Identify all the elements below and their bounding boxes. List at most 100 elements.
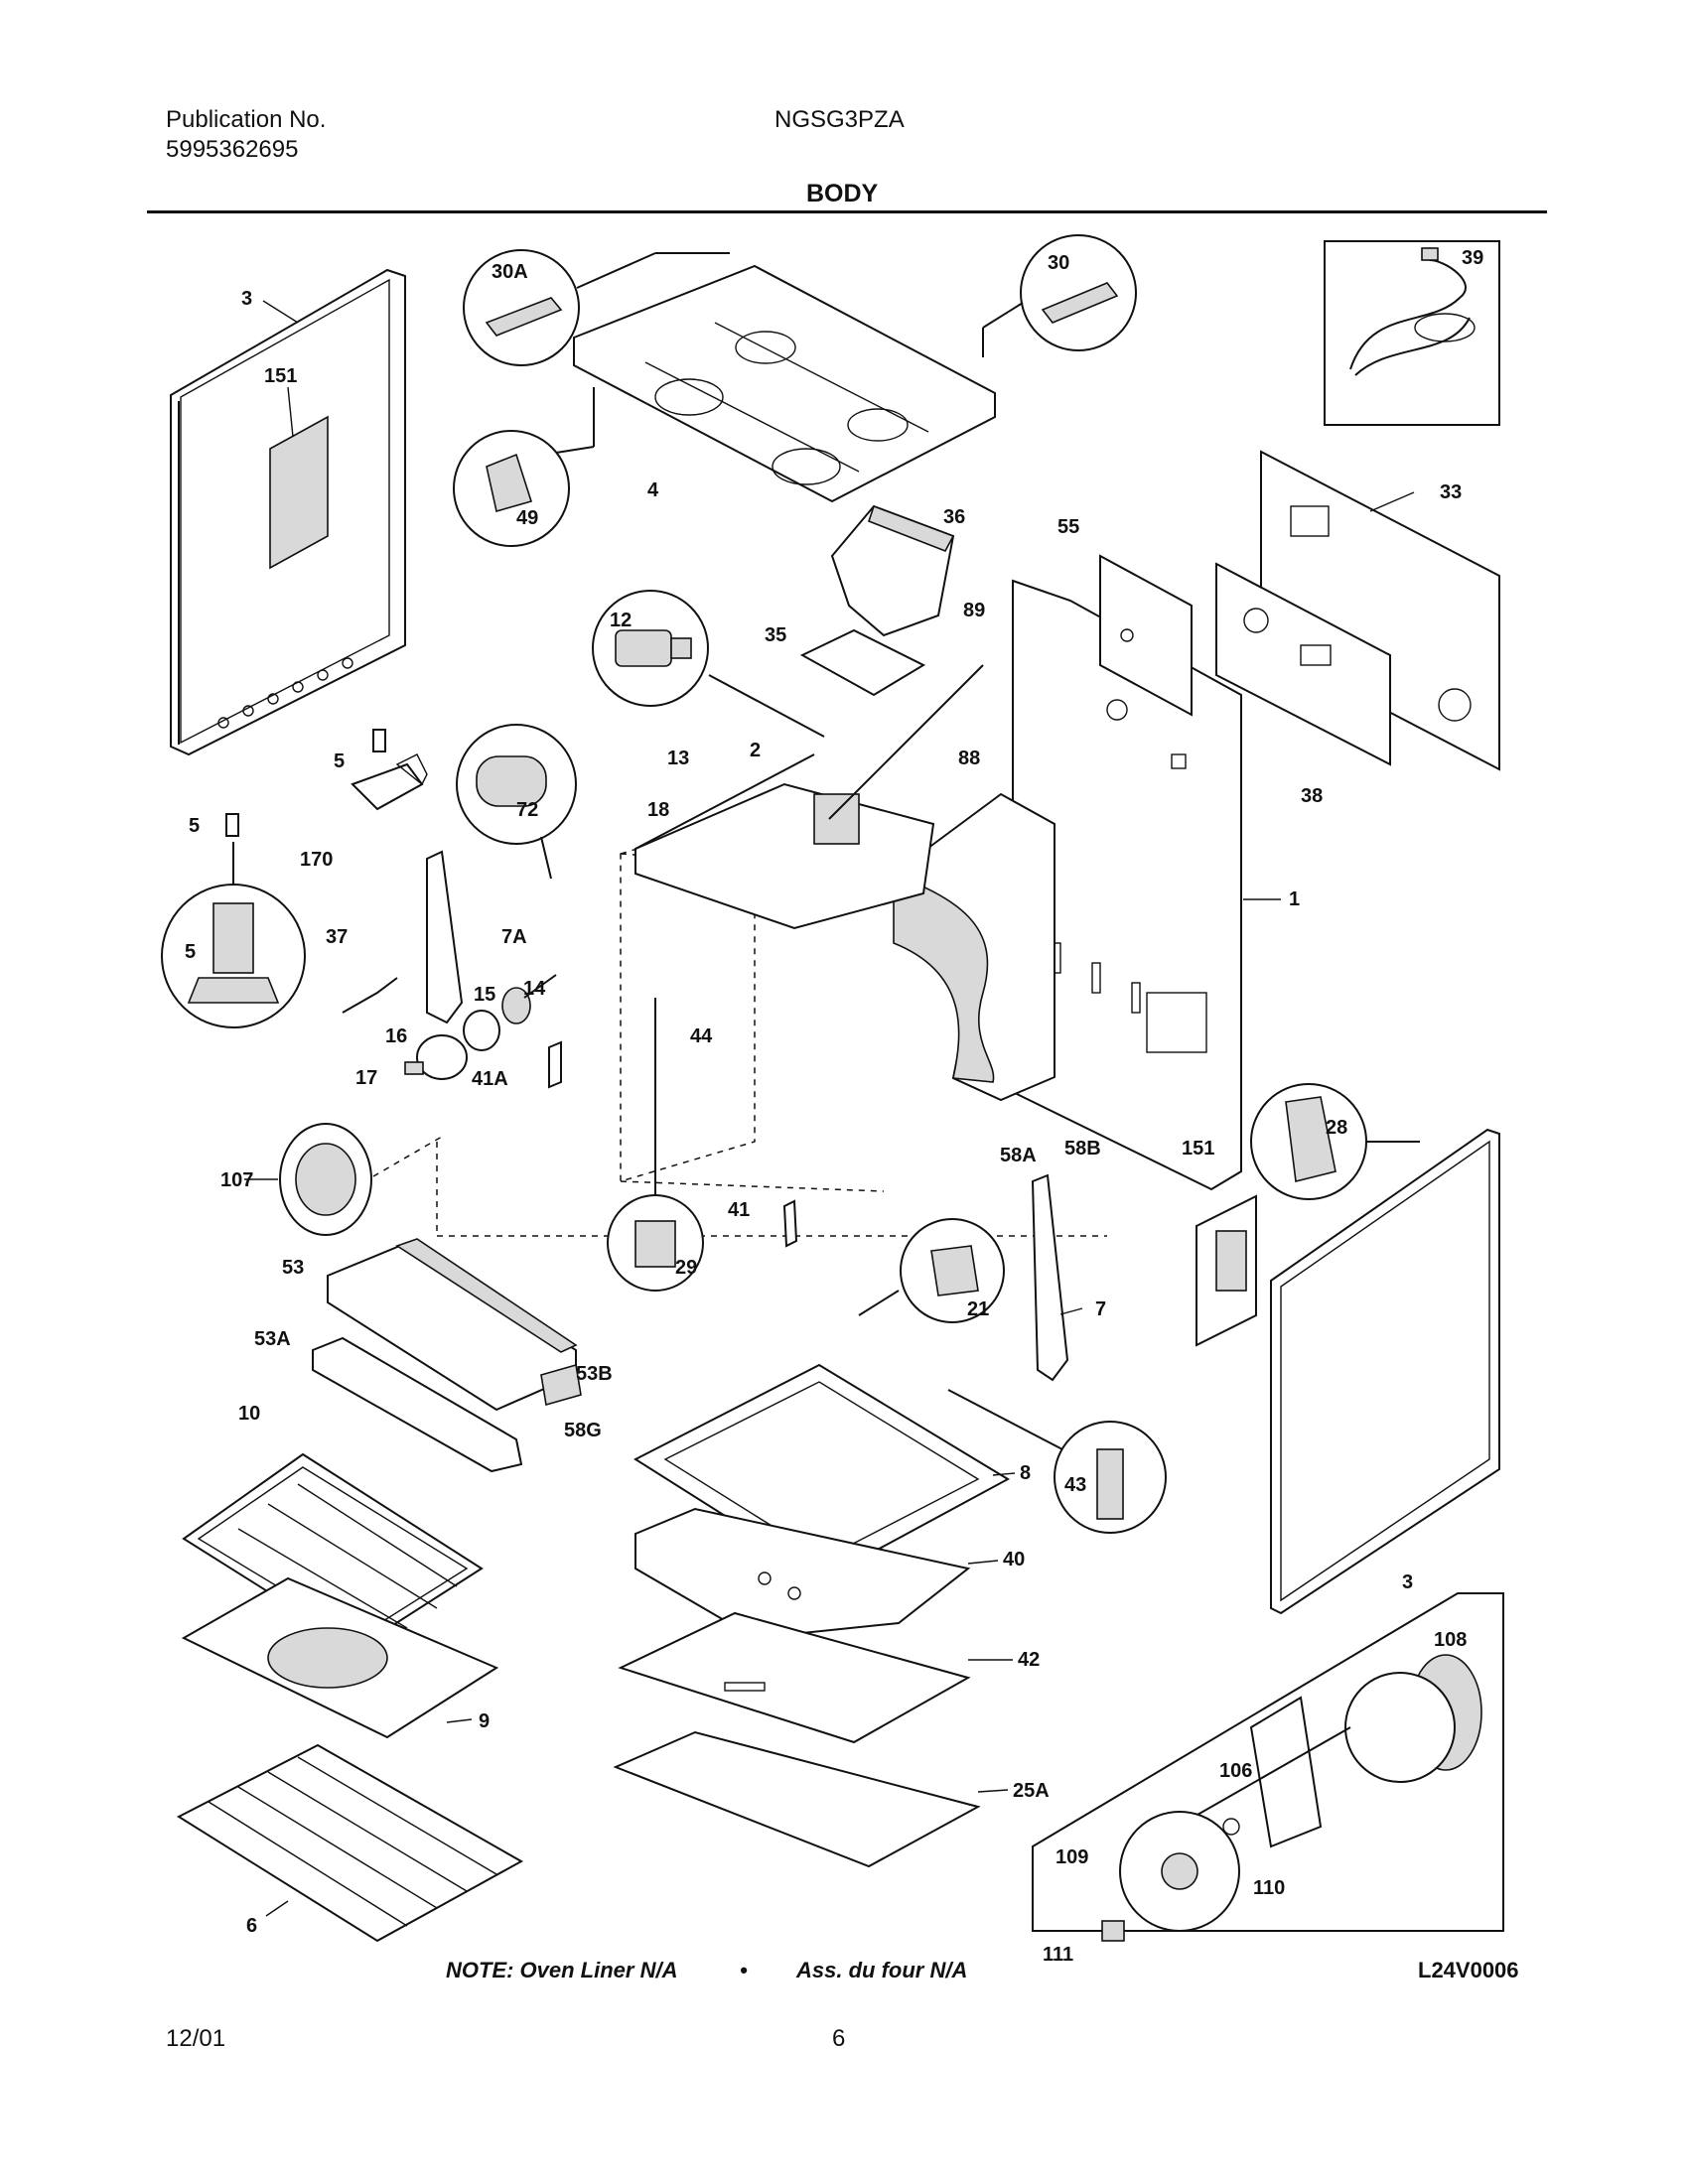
callout-89: 89 <box>963 600 985 621</box>
hinge-clip-detail <box>607 998 704 1292</box>
callout-21: 21 <box>967 1298 989 1320</box>
oven-liner-note-french: Ass. du four N/A <box>796 1958 968 1982</box>
callout-58A: 58A <box>1000 1145 1037 1166</box>
callout-6: 6 <box>246 1915 257 1937</box>
callout-18: 18 <box>647 799 669 821</box>
callout-55: 55 <box>1057 516 1079 538</box>
callout-38: 38 <box>1301 785 1323 807</box>
footer-date: 12/01 <box>166 2025 226 2052</box>
hinge-28-detail <box>1250 1083 1420 1200</box>
callout-41A: 41A <box>472 1068 508 1090</box>
bottom-plate-42 <box>618 1611 971 1744</box>
oven-front-frame <box>892 792 1055 1102</box>
vent-duct <box>830 504 955 637</box>
page-number: 6 <box>832 2025 846 2052</box>
bake-burner-area <box>634 664 984 930</box>
shield-55 <box>1099 554 1193 717</box>
valve-detail <box>592 590 825 738</box>
callout-108: 108 <box>1434 1629 1467 1651</box>
bracket-30A-detail <box>463 249 730 366</box>
burner-baffle-40 <box>634 1507 971 1640</box>
callout-4: 4 <box>647 479 659 501</box>
callout-72: 72 <box>516 799 538 821</box>
callout-39: 39 <box>1462 247 1483 269</box>
note-bullet: • <box>740 1958 748 1982</box>
callout-58B: 58B <box>1064 1138 1101 1160</box>
callout-37: 37 <box>326 926 348 948</box>
clip-41 <box>782 1199 798 1248</box>
callout-1: 1 <box>1289 888 1300 910</box>
callout-5-a: 5 <box>334 751 345 772</box>
publication-label: Publication No. <box>166 106 327 133</box>
model-number: NGSG3PZA <box>774 106 905 133</box>
callout-5-b: 5 <box>189 815 200 837</box>
callout-36: 36 <box>943 506 965 528</box>
callout-170: 170 <box>300 849 333 871</box>
back-panel-38 <box>1215 562 1391 766</box>
callout-40: 40 <box>1003 1549 1025 1570</box>
callout-15: 15 <box>474 984 495 1006</box>
side-panel-right <box>1270 1128 1500 1615</box>
oven-light-assembly <box>404 974 557 1080</box>
callout-109: 109 <box>1055 1846 1088 1868</box>
callout-41: 41 <box>728 1199 750 1221</box>
callout-labels: 3 151 5 5 5 170 30A 49 4 30 39 12 35 36 … <box>185 247 1483 1966</box>
side-panel-bracket-151 <box>1196 1194 1257 1347</box>
callout-33: 33 <box>1440 481 1462 503</box>
callout-43: 43 <box>1064 1474 1086 1496</box>
callout-107: 107 <box>220 1169 253 1191</box>
bracket-30-detail <box>982 234 1137 357</box>
callout-8: 8 <box>1020 1462 1031 1484</box>
callout-14: 14 <box>523 978 546 1000</box>
callout-44: 44 <box>690 1025 713 1047</box>
callout-17: 17 <box>355 1067 377 1089</box>
callout-10: 10 <box>238 1403 260 1425</box>
callout-35: 35 <box>765 624 786 646</box>
door-stop-detail-21 <box>858 1218 1005 1323</box>
callout-53: 53 <box>282 1257 304 1279</box>
callout-110: 110 <box>1253 1877 1285 1899</box>
callout-7: 7 <box>1095 1298 1106 1320</box>
light-lens-detail <box>456 724 577 880</box>
screw-43-detail <box>947 1389 1167 1534</box>
callout-5-detail: 5 <box>185 941 196 963</box>
callout-49: 49 <box>516 507 538 529</box>
rack-guide-left <box>426 850 464 1024</box>
callout-12: 12 <box>610 610 632 631</box>
callout-13: 13 <box>667 748 689 769</box>
callout-58G: 58G <box>564 1420 602 1441</box>
broil-pan-base <box>181 1576 499 1739</box>
callout-2: 2 <box>750 740 761 761</box>
callout-3-left: 3 <box>241 288 252 310</box>
leveling-leg-detail <box>161 842 306 1028</box>
publication-number: 5995362695 <box>166 136 299 163</box>
broiler-drawer-parts <box>312 1238 582 1473</box>
callout-42: 42 <box>1018 1649 1040 1671</box>
callout-30A: 30A <box>492 261 528 283</box>
leveling-leg-small <box>225 729 386 837</box>
bracket-49-detail <box>453 387 595 547</box>
side-panel-left <box>170 268 406 756</box>
callout-7A: 7A <box>501 926 527 948</box>
drawing-code: L24V0006 <box>1418 1958 1519 1982</box>
wire-37 <box>342 977 398 1014</box>
anti-tip-bracket <box>351 753 428 811</box>
fan-cover-107 <box>279 1123 443 1236</box>
section-title: BODY <box>806 180 879 207</box>
callout-9: 9 <box>479 1710 490 1732</box>
callout-30: 30 <box>1048 252 1069 274</box>
callout-3-right: 3 <box>1402 1571 1413 1593</box>
convection-fan-box <box>1032 1592 1504 1942</box>
callout-151-left: 151 <box>264 365 297 387</box>
callout-25A: 25A <box>1013 1780 1050 1802</box>
clip-41A <box>548 1040 562 1089</box>
oven-liner-note: NOTE: Oven Liner N/A <box>446 1958 678 1982</box>
callout-29: 29 <box>675 1257 697 1279</box>
rack-guide-right <box>1031 1173 1069 1382</box>
callout-16: 16 <box>385 1025 407 1047</box>
callout-88: 88 <box>958 748 980 769</box>
callout-106: 106 <box>1219 1760 1252 1782</box>
heat-shield <box>799 628 926 697</box>
callout-28: 28 <box>1326 1117 1347 1139</box>
